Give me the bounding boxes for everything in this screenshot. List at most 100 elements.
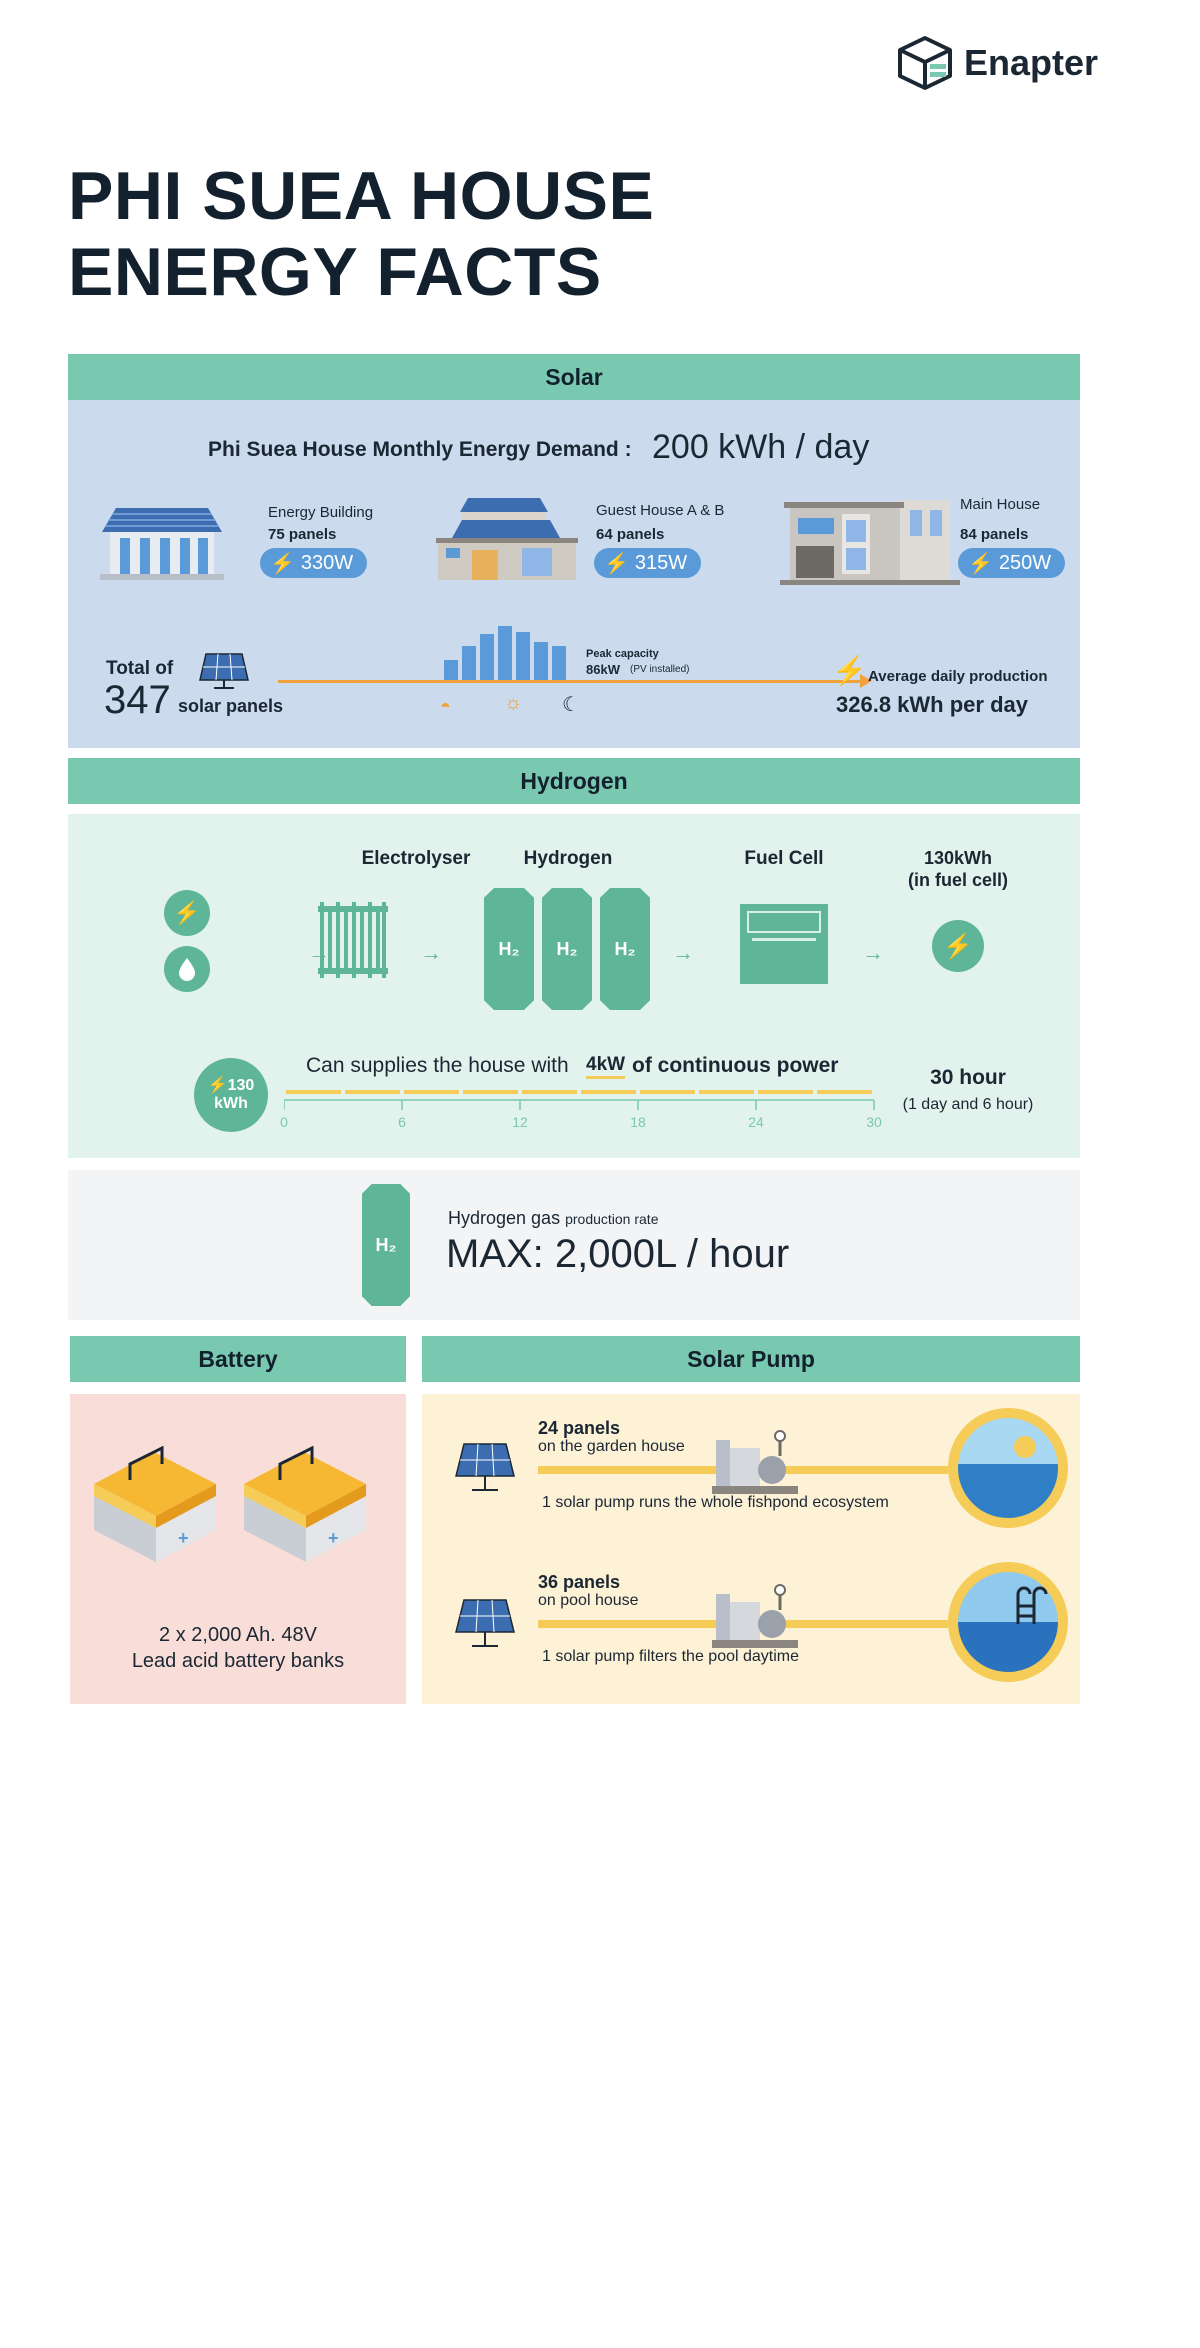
arrow-head-icon	[860, 674, 872, 688]
brand-logo: Enapter	[896, 34, 1098, 92]
hydrogen-tank-icon: H₂	[362, 1184, 410, 1306]
daily-production-bars	[444, 626, 566, 680]
timeline-tick: 12	[512, 1114, 528, 1130]
capacity-badge-unit: kWh	[214, 1095, 248, 1112]
fishpond-icon	[948, 1408, 1068, 1528]
battery-line-1: 2 x 2,000 Ah. 48V	[159, 1624, 317, 1646]
timeline-tick: 24	[748, 1114, 764, 1130]
pump-2-location: on pool house	[538, 1592, 639, 1609]
daily-label: Average daily production	[868, 668, 1048, 685]
total-value: 347	[104, 678, 171, 722]
output-line-2: (in fuel cell)	[907, 870, 1009, 890]
lightning-icon: ⚡	[968, 552, 993, 575]
pool-icon	[948, 1562, 1068, 1682]
water-drop-icon	[164, 946, 210, 992]
arrow-right-icon: →	[672, 940, 694, 965]
output-line-1: 130kWh	[923, 848, 993, 868]
rate-label-small: production rate	[565, 1211, 659, 1227]
building-2-power: 315W	[634, 551, 688, 574]
building-1-power: 330W	[300, 551, 354, 574]
building-1-name: Energy Building	[268, 504, 374, 521]
timeline-segment	[404, 1090, 459, 1094]
timeline-segment	[758, 1090, 813, 1094]
building-3-power: 250W	[998, 551, 1052, 574]
moon-icon: ☾	[562, 694, 580, 716]
peak-label: Peak capacity	[586, 648, 659, 660]
timeline-tick: 30	[866, 1114, 882, 1130]
demand-value: 200 kWh / day	[652, 428, 870, 466]
solar-panel: Phi Suea House Monthly Energy Demand : 2…	[68, 400, 1080, 748]
guest-house-icon	[436, 498, 578, 580]
electrolyser-icon	[318, 902, 388, 978]
production-rate-panel: H₂ Hydrogen gas production rate MAX: 2,0…	[68, 1170, 1080, 1320]
pump-2-desc: 1 solar pump filters the pool daytime	[542, 1648, 800, 1665]
timeline-segment	[522, 1090, 577, 1094]
demand-label: Phi Suea House Monthly Energy Demand :	[208, 438, 632, 461]
fuel-cell-icon	[740, 904, 828, 984]
battery-line-2: Lead acid battery banks	[131, 1650, 345, 1672]
arrow-right-icon: →	[308, 940, 330, 965]
battery-icon: +	[94, 1445, 216, 1562]
rate-label-main: Hydrogen gas	[448, 1208, 561, 1228]
sun-icon	[1014, 1436, 1036, 1458]
supply-value: 4kW	[586, 1054, 626, 1079]
solar-panel-icon	[455, 1443, 515, 1491]
battery-icon: +	[244, 1445, 366, 1562]
pump-1-location: on the garden house	[538, 1438, 685, 1455]
pump-icon	[712, 1430, 798, 1494]
solar-pump-heading: Solar Pump	[422, 1336, 1080, 1382]
peak-value: 86kW	[586, 662, 620, 677]
rate-label: Hydrogen gas production rate	[448, 1208, 659, 1229]
pump-1-desc: 1 solar pump runs the whole fishpond eco…	[542, 1494, 889, 1511]
rate-value: MAX: 2,000L / hour	[446, 1232, 790, 1276]
building-3-power-badge: ⚡ 250W	[958, 548, 1066, 578]
building-3-panels: 84 panels	[960, 526, 1029, 543]
timeline-segment	[463, 1090, 518, 1094]
arrow-right-icon: →	[420, 940, 442, 965]
solar-pump-panel: 24 panels on the garden house 1 solar pu…	[422, 1394, 1080, 1704]
hydrogen-panel: ⚡ → Electrolyser → Hydrogen H₂ H₂ H₂ → F…	[68, 814, 1080, 1158]
page-title: PHI SUEA HOUSE ENERGY FACTS	[68, 158, 654, 310]
building-2-name: Guest House A & B	[596, 502, 725, 519]
production-arrow	[278, 680, 862, 683]
step-hydrogen: Hydrogen	[523, 848, 613, 869]
hours-timeline	[284, 1090, 875, 1110]
battery-panel: + + 2 x 2,000 Ah. 48V Lead acid battery …	[70, 1394, 406, 1704]
step-fuel-cell: Fuel Cell	[744, 848, 824, 869]
brand-name: Enapter	[964, 42, 1099, 83]
timeline-segment	[286, 1090, 341, 1094]
pool-ladder-icon	[1016, 1586, 1048, 1624]
hydrogen-heading: Hydrogen	[68, 758, 1080, 804]
timeline-tick: 0	[280, 1114, 288, 1130]
building-2-power-badge: ⚡ 315W	[594, 548, 702, 578]
svg-text:+: +	[178, 1528, 189, 1548]
main-house-icon	[780, 500, 960, 585]
supply-prefix: Can supplies the house with	[306, 1054, 569, 1077]
supply-suffix: of continuous power	[632, 1054, 839, 1077]
sunrise-icon: ◓	[440, 696, 451, 716]
lightning-icon: ⚡	[207, 1077, 228, 1094]
pump-icon	[712, 1584, 798, 1648]
building-1-panels: 75 panels	[268, 526, 337, 543]
pump-2-panels: 36 panels	[538, 1572, 621, 1592]
timeline-segment	[699, 1090, 754, 1094]
timeline-segment	[345, 1090, 400, 1094]
lightning-icon: ⚡	[832, 655, 867, 686]
total-label: Total of	[106, 658, 174, 679]
solar-heading: Solar	[68, 354, 1080, 400]
peak-note: (PV installed)	[630, 664, 690, 675]
hydrogen-tank-icon: H₂	[484, 888, 534, 1010]
electricity-icon: ⚡	[164, 890, 210, 936]
building-2-panels: 64 panels	[596, 526, 665, 543]
timeline-segment	[817, 1090, 872, 1094]
duration: 30 hour	[930, 1066, 1006, 1089]
enapter-logo-icon	[898, 36, 952, 90]
capacity-badge-value: 130	[227, 1077, 255, 1094]
electricity-output-icon: ⚡	[932, 920, 984, 972]
svg-text:+: +	[328, 1528, 339, 1548]
step-electrolyser: Electrolyser	[361, 848, 471, 869]
total-unit: solar panels	[178, 696, 284, 716]
building-1-power-badge: ⚡ 330W	[260, 548, 368, 578]
timeline-tick: 6	[398, 1114, 406, 1130]
title-line-1: PHI SUEA HOUSE	[68, 158, 655, 234]
